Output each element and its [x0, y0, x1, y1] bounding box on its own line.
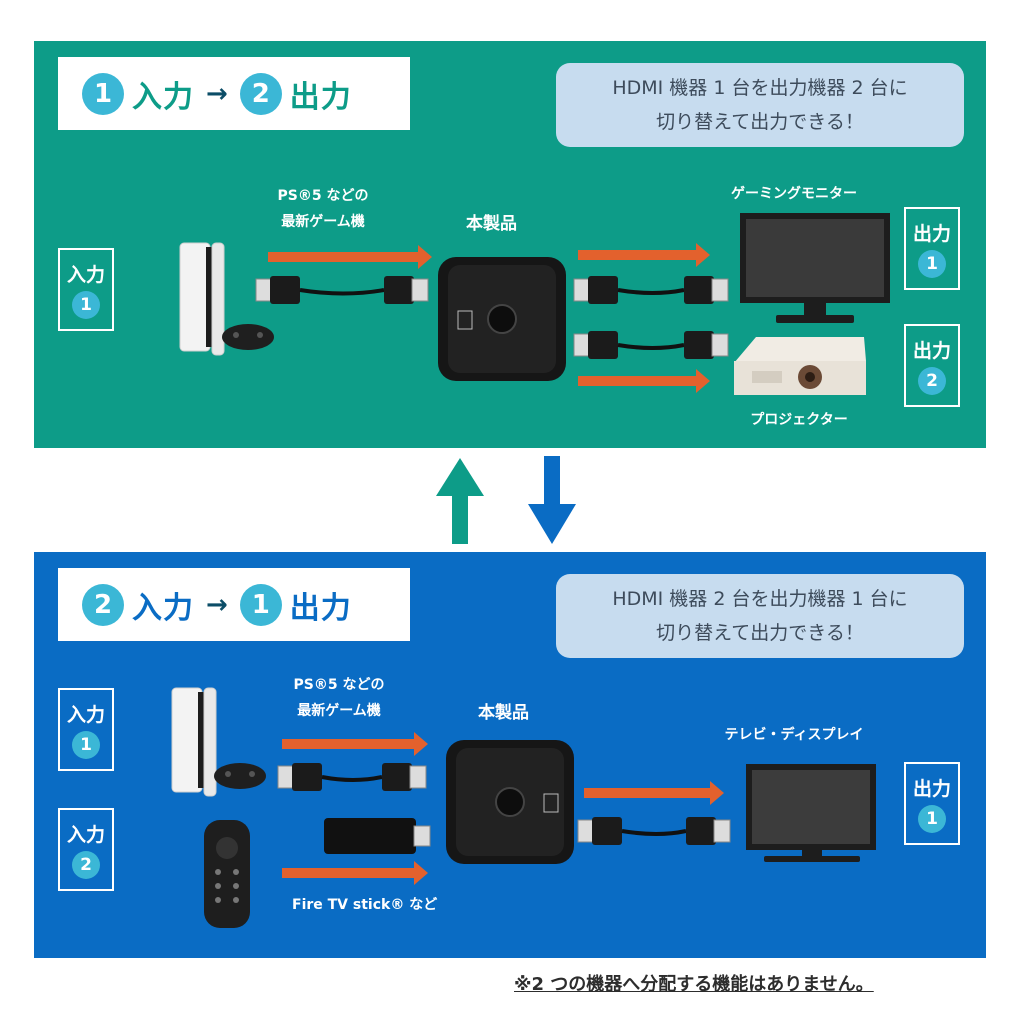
top-product-label: 本製品: [466, 214, 517, 234]
top-projector-label: プロジェクター: [750, 412, 848, 428]
down-arrow-icon: [528, 456, 576, 544]
bottom-title-word-a: 入力: [132, 590, 194, 626]
top-title-word-a: 入力: [132, 79, 194, 115]
bottom-source-caption-line-1: PS®5 などの: [293, 677, 385, 693]
top-title-num-b: 2: [239, 72, 282, 115]
top-monitor-label: ゲーミングモニター: [731, 186, 857, 202]
console-icon: [179, 242, 274, 356]
hdmi-cable-icon: [573, 331, 729, 359]
top-title-word-b: 出力: [289, 79, 352, 115]
top-input-label: 入力: [66, 264, 105, 286]
bidirectional-arrows: [436, 456, 576, 544]
top-output-box-2: 出力 2: [904, 324, 960, 407]
orange-arrow-icon: [268, 245, 432, 269]
top-info-box: HDMI 機器 1 台を出力機器 2 台に 切り替えて出力できる！: [556, 63, 964, 147]
remote-icon: [204, 820, 250, 928]
bottom-product-label: 本製品: [478, 703, 529, 723]
hdmi-cable-icon: [573, 276, 729, 304]
top-output-box-1: 出力 1: [904, 207, 960, 290]
bottom-output-box-1: 出力 1: [904, 762, 960, 845]
top-output-1-num: 1: [918, 250, 946, 278]
orange-arrow-icon: [282, 861, 428, 885]
orange-arrow-icon: [578, 243, 710, 267]
bottom-info-line-1: HDMI 機器 2 台を出力機器 1 台に: [612, 588, 908, 610]
hdmi-cable-icon: [255, 276, 429, 304]
top-input-num: 1: [72, 291, 100, 319]
top-output-2-label: 出力: [912, 340, 951, 362]
monitor-icon: [740, 213, 890, 323]
bottom-stick-caption: Fire TV stick® など: [292, 897, 438, 913]
top-input-box-1: 入力 1: [58, 248, 114, 331]
bottom-input-1-num: 1: [72, 731, 100, 759]
orange-arrow-icon: [282, 732, 428, 756]
bottom-source-caption: PS®5 などの 最新ゲーム機: [274, 672, 404, 724]
bottom-input-box-2: 入力 2: [58, 808, 114, 891]
bottom-output-num: 1: [918, 805, 946, 833]
orange-arrow-icon: [584, 781, 724, 805]
hdmi-cable-icon: [277, 763, 427, 791]
orange-arrow-icon: [578, 369, 710, 393]
bottom-input-box-1: 入力 1: [58, 688, 114, 771]
top-info-line-2: 切り替えて出力できる！: [656, 111, 864, 133]
tv-icon: [746, 764, 876, 862]
bottom-diagram-art: [171, 687, 876, 928]
bottom-info-line-2: 切り替えて出力できる！: [656, 622, 864, 644]
bottom-title: 2 入力 → 1 出力: [58, 568, 410, 641]
top-source-caption-line-2: 最新ゲーム機: [281, 214, 365, 230]
bottom-output-label: 出力: [912, 778, 951, 800]
top-title: 1 入力 → 2 出力: [58, 57, 410, 130]
top-source-caption: PS®5 などの 最新ゲーム機: [258, 183, 388, 235]
hdmi-cable-icon: [577, 817, 731, 845]
switch-product-icon: [438, 257, 566, 381]
switch-product-icon: [446, 740, 574, 864]
bottom-input-2-label: 入力: [66, 824, 105, 846]
bottom-source-caption-line-2: 最新ゲーム機: [297, 703, 381, 719]
bottom-tv-label: テレビ・ディスプレイ: [724, 727, 864, 743]
top-title-num-a: 1: [82, 72, 124, 115]
top-output-2-num: 2: [918, 367, 946, 395]
projector-icon: [734, 337, 866, 395]
bottom-panel: 2 入力 → 1 出力 HDMI 機器 2 台を出力機器 1 台に 切り替えて出…: [34, 552, 986, 958]
bottom-input-1-label: 入力: [66, 704, 105, 726]
footnote: ※2 つの機器へ分配する機能はありません。: [514, 974, 874, 995]
top-info-line-1: HDMI 機器 1 台を出力機器 2 台に: [612, 77, 908, 99]
bottom-info-box: HDMI 機器 2 台を出力機器 1 台に 切り替えて出力できる！: [556, 574, 964, 658]
top-source-caption-line-1: PS®5 などの: [277, 188, 369, 204]
up-arrow-icon: [436, 458, 484, 544]
bottom-input-2-num: 2: [72, 851, 100, 879]
bottom-title-num-a: 2: [82, 583, 124, 626]
top-diagram-art: [179, 213, 890, 395]
bottom-title-word-b: 出力: [289, 590, 352, 626]
top-output-1-label: 出力: [912, 223, 951, 245]
bottom-title-num-b: 1: [239, 583, 282, 626]
top-panel: 1 入力 → 2 出力 HDMI 機器 1 台を出力機器 2 台に 切り替えて出…: [34, 41, 986, 448]
top-title-arrow: →: [206, 78, 228, 109]
console-icon: [171, 687, 266, 797]
fire-tv-stick-icon: [324, 818, 431, 854]
bottom-title-arrow: →: [206, 589, 228, 620]
